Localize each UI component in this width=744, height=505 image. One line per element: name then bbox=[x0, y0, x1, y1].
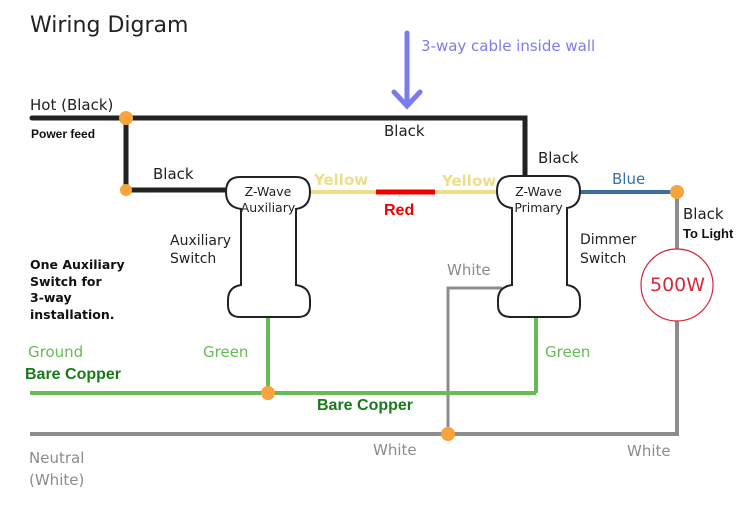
auxiliary-switch-label: Z-Wave Auxiliary bbox=[226, 184, 310, 216]
light-neutral-wire bbox=[30, 318, 679, 436]
junction-hot-lower bbox=[120, 184, 132, 196]
neutral-label: Neutral (White) bbox=[29, 447, 84, 491]
aux-caption1: Auxiliary bbox=[170, 233, 232, 249]
dimmer-caption: Dimmer Switch bbox=[580, 231, 636, 269]
bare-copper-left-label: Bare Copper bbox=[25, 366, 122, 383]
auxiliary-switch-body bbox=[224, 176, 312, 318]
aux-caption2: Switch bbox=[170, 251, 217, 267]
ground-label: Ground bbox=[28, 343, 84, 361]
primary-line1: Z-Wave bbox=[515, 184, 562, 199]
cable-arrow-icon bbox=[391, 30, 423, 110]
black-traveler-top bbox=[123, 115, 528, 181]
black-top-label: Black bbox=[384, 122, 425, 140]
power-feed-label: Power feed bbox=[31, 127, 96, 141]
yellow-left-label: Yellow bbox=[314, 171, 369, 189]
yellow-right-label: Yellow bbox=[442, 172, 497, 190]
junction-hot bbox=[119, 111, 133, 125]
blue-label: Blue bbox=[612, 170, 646, 188]
to-light-label: To Light bbox=[683, 226, 734, 241]
white-bottom-right-label: White bbox=[627, 442, 671, 460]
note-line: One Auxiliary bbox=[30, 257, 125, 272]
aux-line2: Auxiliary bbox=[240, 200, 296, 215]
auxiliary-caption: Auxiliary Switch bbox=[170, 232, 231, 268]
bare-copper-center-label: Bare Copper bbox=[317, 397, 414, 414]
black-left-label: Black bbox=[153, 165, 194, 183]
white-primary-label: White bbox=[447, 261, 491, 279]
black-to-light-label: Black bbox=[683, 205, 724, 223]
dimmer-caption2: Switch bbox=[580, 251, 627, 267]
note-line: Switch for bbox=[30, 273, 102, 289]
load-wattage: 500W bbox=[650, 274, 706, 296]
installation-note: One Auxiliary Switch for 3-way installat… bbox=[30, 257, 125, 323]
note-line: 3-way bbox=[30, 290, 72, 305]
primary-line2: Primary bbox=[514, 200, 563, 215]
neutral-label-line2: (White) bbox=[29, 471, 85, 489]
junction-neutral bbox=[441, 427, 455, 441]
annotation-text: 3-way cable inside wall bbox=[421, 37, 596, 55]
primary-switch-body bbox=[495, 175, 582, 318]
green-aux-label: Green bbox=[203, 343, 249, 361]
black-primary-label: Black bbox=[538, 149, 579, 167]
red-label: Red bbox=[384, 202, 415, 219]
white-to-primary bbox=[446, 286, 502, 434]
note-line: installation. bbox=[30, 306, 115, 322]
neutral-label-line1: Neutral bbox=[29, 449, 85, 467]
junction-light bbox=[670, 185, 684, 199]
light-load bbox=[640, 248, 714, 322]
dimmer-caption1: Dimmer bbox=[580, 232, 637, 248]
green-primary-label: Green bbox=[545, 343, 591, 361]
page-title: Wiring Digram bbox=[30, 13, 189, 38]
aux-line1: Z-Wave bbox=[244, 184, 292, 199]
primary-switch-label: Z-Wave Primary bbox=[497, 184, 580, 216]
junction-ground bbox=[261, 386, 275, 400]
hot-label: Hot (Black) bbox=[30, 96, 114, 114]
white-bottom-center-label: White bbox=[373, 441, 417, 459]
